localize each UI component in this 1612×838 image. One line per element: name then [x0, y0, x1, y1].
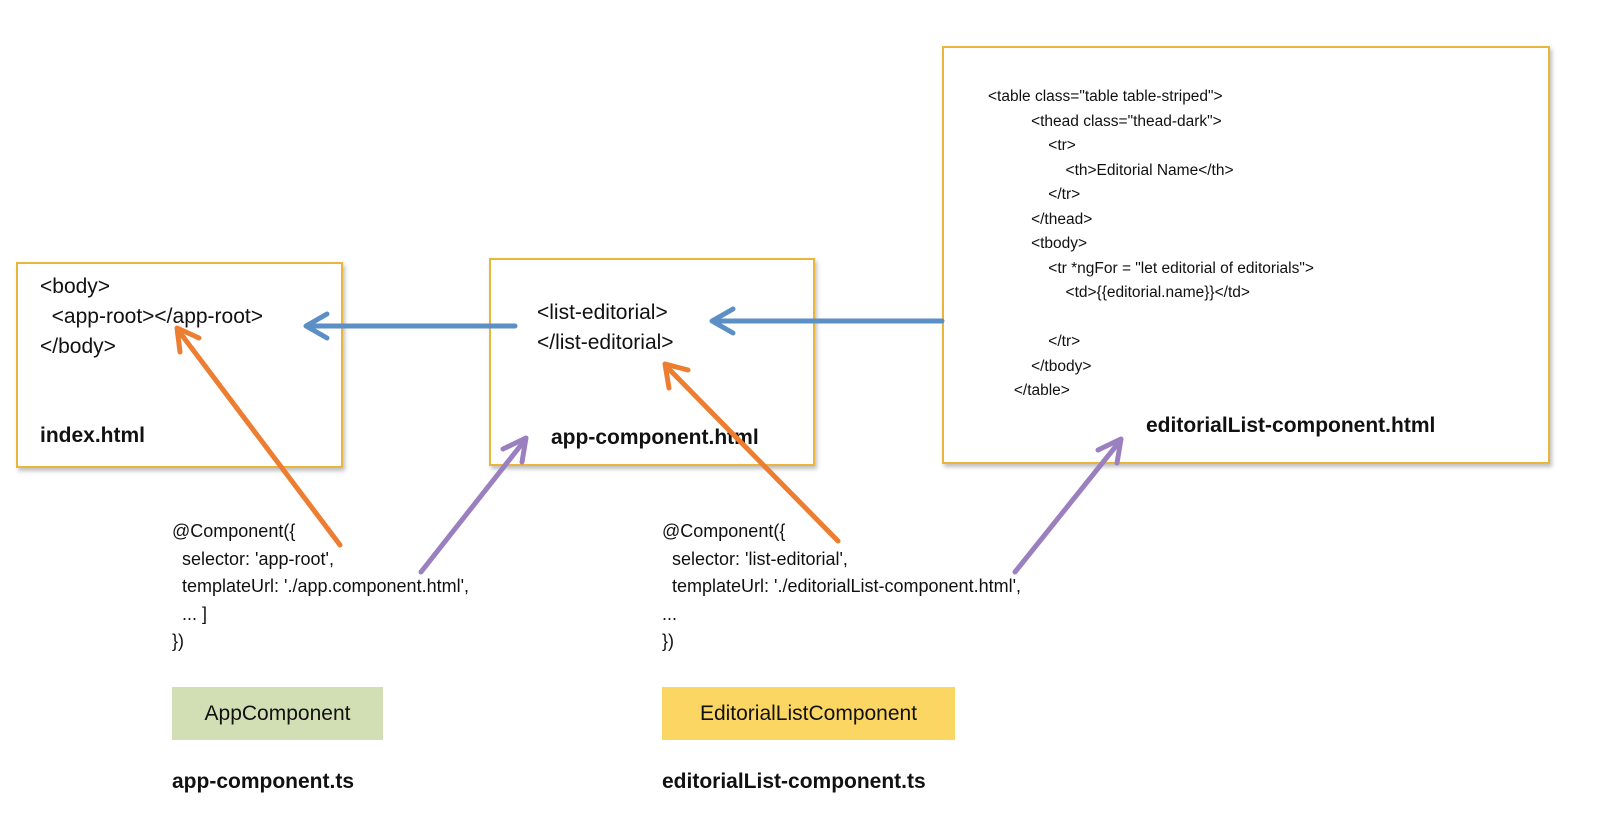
- editorial-list-ts-filename: editorialList-component.ts: [662, 770, 926, 793]
- app-component-html-code: <list-editorial> </list-editorial>: [537, 298, 674, 358]
- code-line: ... ]: [172, 603, 208, 624]
- code-line: </tbody>: [988, 357, 1092, 375]
- blue-arrow-app-to-index: [303, 311, 518, 341]
- code-line: <table class="table table-striped">: [988, 88, 1223, 105]
- index-html-title: index.html: [40, 424, 146, 447]
- code-line: </thead>: [988, 210, 1093, 228]
- orange-arrow-app-selector: [174, 325, 343, 548]
- app-component-html-box: <list-editorial> </list-editorial> app-c…: [489, 258, 815, 466]
- editorial-list-component-label: EditorialListComponent: [662, 687, 955, 740]
- code-line: templateUrl: './editorialList-component.…: [662, 576, 1022, 596]
- code-line: ...: [662, 603, 678, 624]
- app-component-ts-code: @Component({ selector: 'app-root', templ…: [172, 518, 469, 656]
- editorial-list-ts-code: @Component({ selector: 'list-editorial',…: [662, 518, 1021, 656]
- code-line: <tr *ngFor = "let editorial of editorial…: [988, 259, 1314, 277]
- code-line: selector: 'list-editorial',: [662, 548, 848, 569]
- code-line: </tr>: [988, 186, 1081, 203]
- index-html-code: <body> <app-root></app-root> </body>: [40, 272, 263, 362]
- code-line: <thead class="thead-dark">: [988, 112, 1222, 130]
- code-line: }): [172, 631, 185, 651]
- orange-arrow-editorial-selector: [662, 361, 841, 544]
- editorial-list-html-code: <table class="table table-striped"> <the…: [988, 85, 1314, 404]
- blue-arrow-editorial-to-app: [709, 306, 945, 336]
- app-component-label: AppComponent: [172, 687, 383, 740]
- code-line: <app-root></app-root>: [40, 305, 263, 328]
- code-line: @Component({: [662, 521, 786, 541]
- code-line: }): [662, 631, 675, 651]
- purple-arrow-app-template: [418, 435, 529, 575]
- editorial-list-html-title: editorialList-component.html: [1146, 414, 1436, 437]
- code-line: @Component({: [172, 521, 296, 541]
- code-line: <tr>: [988, 137, 1076, 154]
- purple-arrow-editorial-template: [1012, 436, 1124, 575]
- code-line: <list-editorial>: [537, 301, 668, 324]
- code-line: </body>: [40, 335, 116, 358]
- code-line: templateUrl: './app.component.html',: [172, 576, 470, 596]
- app-component-html-title: app-component.html: [551, 426, 759, 449]
- code-line: <td>{{editorial.name}}</td>: [988, 284, 1250, 301]
- app-component-ts-filename: app-component.ts: [172, 770, 354, 793]
- code-line: <th>Editorial Name</th>: [988, 161, 1234, 179]
- code-line: <tbody>: [988, 235, 1088, 252]
- code-line: <body>: [40, 275, 111, 298]
- index-html-box: <body> <app-root></app-root> </body> ind…: [16, 262, 343, 468]
- editorial-list-html-box: <table class="table table-striped"> <the…: [942, 46, 1550, 464]
- code-line: </list-editorial>: [537, 331, 674, 354]
- code-line: </tr>: [988, 333, 1081, 350]
- code-line: selector: 'app-root',: [172, 548, 334, 569]
- code-line: </table>: [988, 382, 1070, 399]
